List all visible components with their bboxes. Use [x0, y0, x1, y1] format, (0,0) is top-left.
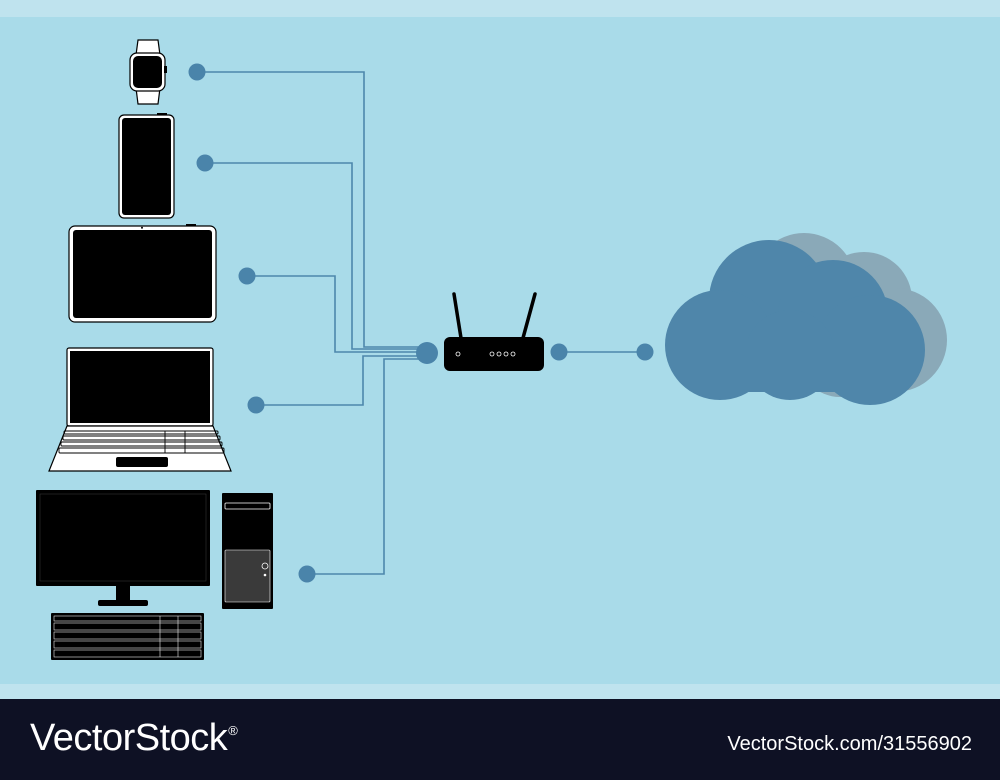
laptop-node [247, 396, 265, 414]
brand-registered-mark: ® [228, 723, 238, 738]
watch-connector [197, 71, 427, 348]
wifi-router-icon [444, 292, 544, 371]
router-input-node [416, 342, 438, 364]
stock-id-label: VectorStock.com/31556902 [727, 733, 972, 755]
laptop-icon [48, 347, 232, 472]
router-output-node [550, 343, 568, 361]
desktop-node [298, 565, 316, 583]
tablet-node [238, 267, 256, 285]
connection-nodes [188, 63, 654, 583]
tablet-connector [247, 275, 427, 353]
top-border-strip [0, 0, 1000, 17]
network-diagram [36, 39, 947, 660]
desktop-computer-icon [36, 490, 273, 660]
bottom-border-strip [0, 684, 1000, 699]
brand-logo: VectorStock® [30, 717, 238, 760]
connector-lines [197, 71, 645, 575]
footer-bar: VectorStock® VectorStock.com/31556902 [0, 699, 1000, 780]
desktop-connector [307, 358, 427, 575]
phone-connector [205, 162, 427, 350]
tablet-icon [68, 224, 217, 323]
smartphone-icon [118, 113, 175, 219]
watch-node [188, 63, 206, 81]
phone-node [196, 154, 214, 172]
smartwatch-icon [129, 39, 167, 105]
brand-name: VectorStock [30, 717, 228, 759]
cloud-input-node [636, 343, 654, 361]
laptop-connector [256, 355, 427, 406]
cloud-icon [665, 233, 947, 405]
